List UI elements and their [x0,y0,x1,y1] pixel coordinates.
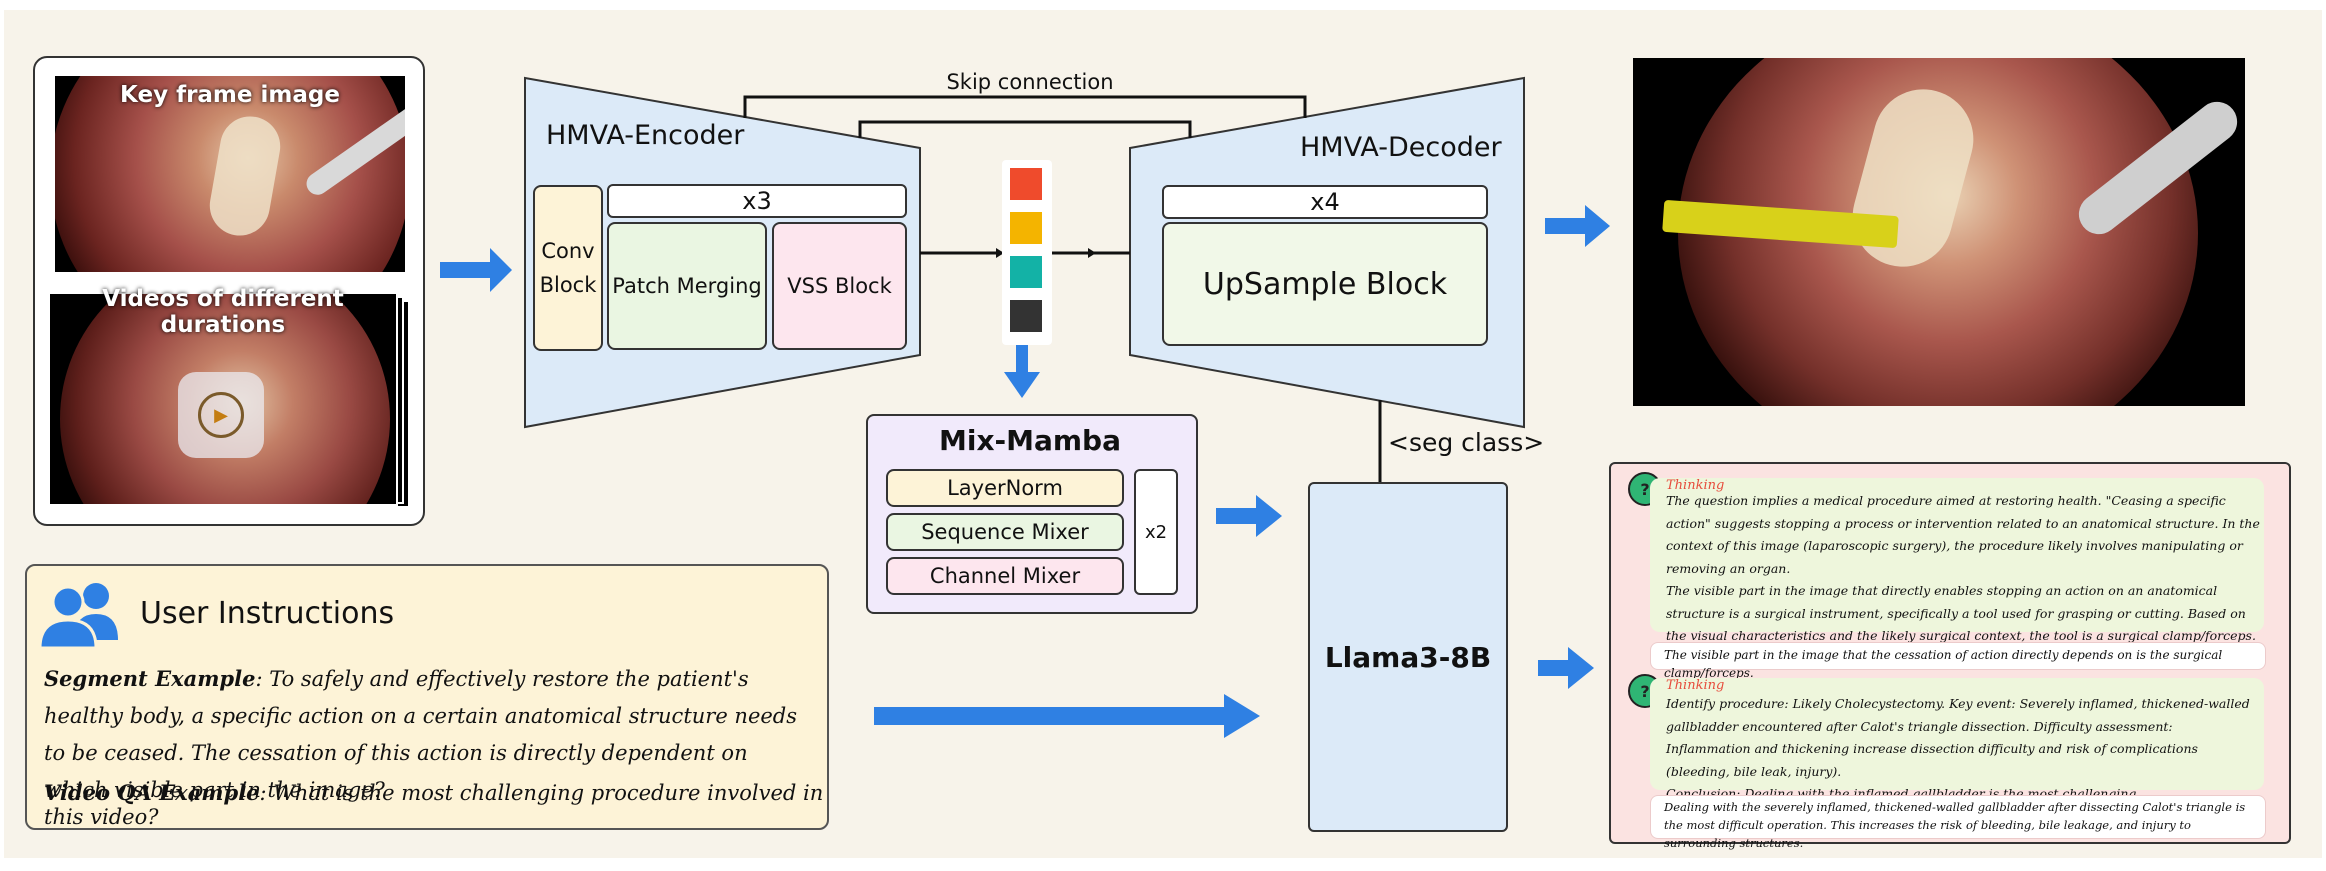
feature-swatch-dark [1010,300,1042,332]
play-icon: ▶ [198,392,244,438]
encoder-repeat-box: x3 [607,184,907,218]
thinking-paragraph: Identify procedure: Likely Cholecystecto… [1666,696,2250,779]
user-instructions-box [25,564,829,830]
conv-block: Conv Block [533,185,603,351]
user-instructions-title: User Instructions [140,596,395,631]
skip-connection-inner [858,120,1192,138]
thinking-text: The question implies a medical procedure… [1666,490,2262,648]
upsample-block: UpSample Block [1162,222,1488,346]
thinking-box [1650,678,2264,790]
decoder-repeat-box: x4 [1162,185,1488,219]
segment-example: Segment Example: To safely and effective… [44,660,814,809]
thinking-box [1650,478,2264,632]
encoder-title: HMVA-Encoder [546,120,745,151]
llm-block: Llama3-8B [1308,482,1508,832]
thinking-paragraph: The question implies a medical procedure… [1666,493,2260,576]
video-qa-example: Video QA Example: What is the most chall… [44,780,824,829]
answer-text: Dealing with the severely inflamed, thic… [1664,800,2246,850]
users-icon [36,578,126,650]
blue-arrows [440,205,1610,738]
segment-example-label: Segment Example [44,666,256,691]
feature-swatch-teal [1010,256,1042,288]
thinking-text: Identify procedure: Likely Cholecystecto… [1666,693,2256,806]
key-frame-label: Key frame image [120,82,340,108]
vss-block: VSS Block [772,222,907,350]
mix-mamba-title: Mix-Mamba [938,423,1121,457]
encoder-line-arrow [996,248,1004,258]
sequence-mixer-block: Sequence Mixer [886,513,1124,551]
segmentation-output-image [1633,58,2245,406]
feature-swatch-yellow [1010,212,1042,244]
skip-connection-label: Skip connection [946,70,1114,94]
skip-connection-outer [743,95,1307,118]
seg-token-label: <seg class> [1388,428,1545,457]
answer-box [1650,795,2266,839]
feature-swatch-red [1010,168,1042,200]
answer-text: The visible part in the image that the c… [1664,648,2223,680]
decoder-title: HMVA-Decoder [1300,132,1502,163]
thinking-label: Thinking [1666,678,1725,693]
layernorm-block: LayerNorm [886,469,1124,507]
answer-box [1650,642,2266,670]
mix-mamba-repeat: x2 [1134,469,1178,595]
segment-example-text: : To safely and effectively restore the … [44,667,798,802]
channel-mixer-block: Channel Mixer [886,557,1124,595]
thinking-label-overlay: Thinking [1666,478,1725,493]
key-frame-image [55,76,405,272]
video-qa-label: Video QA Example [44,780,260,805]
video-qa-text: : What is the most challenging procedure… [44,781,824,829]
patch-merging-block: Patch Merging [607,222,767,350]
play-button[interactable]: ▶ [178,372,264,458]
thinking-paragraph: The visible part in the image that direc… [1666,583,2256,643]
decoder-line-arrow [1088,248,1096,258]
